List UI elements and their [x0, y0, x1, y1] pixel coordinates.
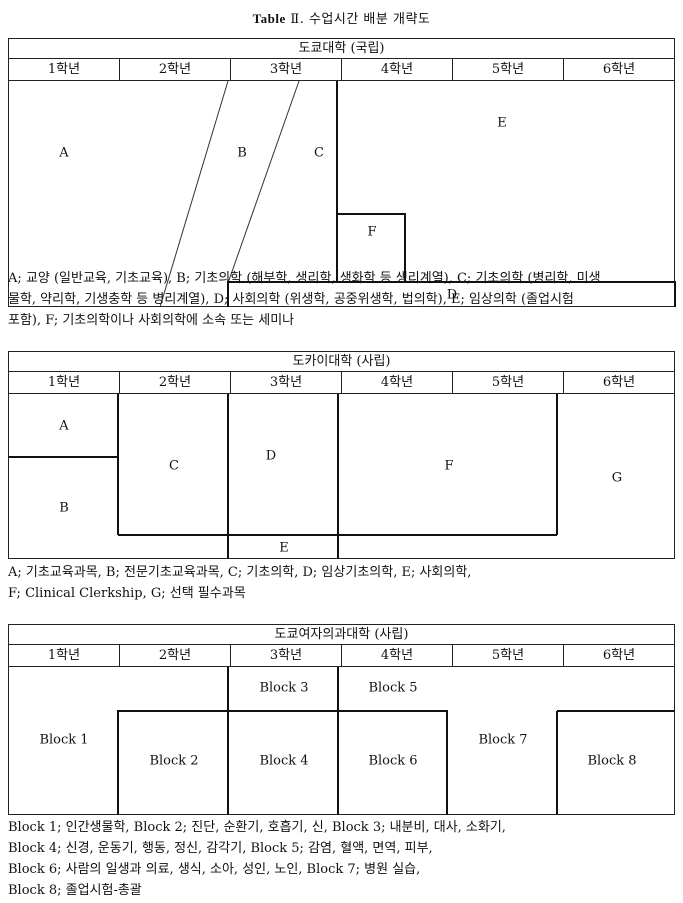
year-2: 2학년	[120, 645, 231, 666]
table-caption: A; 교양 (일반교육, 기초교육), B; 기초의학 (해부학, 생리학, 생…	[8, 268, 680, 331]
year-3: 3학년	[231, 645, 342, 666]
year-6: 6학년	[564, 645, 675, 666]
label-e: E	[279, 540, 289, 556]
label-d: D	[265, 448, 277, 464]
year-4: 4학년	[342, 372, 453, 393]
schedule-diagram: Block 1 Block 2 Block 3 Block 4 Block 5 …	[8, 667, 675, 815]
year-1: 1학년	[9, 645, 120, 666]
year-5: 5학년	[453, 59, 564, 80]
label-c: C	[169, 458, 179, 474]
table-caption: A; 기초교육과목, B; 전문기초교육과목, C; 기초의학, D; 임상기초…	[8, 562, 680, 604]
label-block-6: Block 6	[368, 753, 418, 769]
caption-line: Block 6; 사람의 일생과 의료, 생식, 소아, 성인, 노인, Blo…	[8, 862, 421, 877]
label-f: F	[367, 224, 377, 240]
year-4: 4학년	[342, 59, 453, 80]
table-caption: Block 1; 인간생물학, Block 2; 진단, 순환기, 호흡기, 신…	[8, 817, 680, 901]
label-b: B	[237, 145, 247, 161]
label-e: E	[497, 115, 507, 131]
label-block-8: Block 8	[587, 753, 637, 769]
year-4: 4학년	[342, 645, 453, 666]
table-header: 도쿄대학 (국립)	[8, 38, 675, 59]
diagram-lines	[8, 394, 558, 559]
year-row: 1학년 2학년 3학년 4학년 5학년 6학년	[8, 59, 675, 81]
year-2: 2학년	[120, 372, 231, 393]
label-g: G	[611, 470, 623, 486]
label-block-4: Block 4	[259, 753, 309, 769]
year-1: 1학년	[9, 59, 120, 80]
title-bold: Table	[252, 11, 286, 26]
label-a: A	[59, 418, 69, 434]
year-3: 3학년	[231, 59, 342, 80]
schedule-diagram: A B C E F D	[8, 80, 676, 308]
caption-line: Block 1; 인간생물학, Block 2; 진단, 순환기, 호흡기, 신…	[8, 820, 506, 835]
label-d: D	[446, 287, 458, 303]
year-6: 6학년	[564, 59, 675, 80]
year-6: 6학년	[564, 372, 675, 393]
year-row: 1학년 2학년 3학년 4학년 5학년 6학년	[8, 372, 675, 394]
label-block-5: Block 5	[368, 680, 418, 696]
year-5: 5학년	[453, 372, 564, 393]
year-1: 1학년	[9, 372, 120, 393]
caption-line: Block 8; 졸업시험-총괄	[8, 883, 142, 898]
caption-line: A; 교양 (일반교육, 기초교육), B; 기초의학 (해부학, 생리학, 생…	[8, 271, 601, 286]
year-3: 3학년	[231, 372, 342, 393]
label-block-7: Block 7	[478, 732, 528, 748]
caption-line: F; Clinical Clerkship, G; 선택 필수과목	[8, 586, 246, 601]
label-block-2: Block 2	[149, 753, 199, 769]
caption-line: Block 4; 신경, 운동기, 행동, 정신, 감각기, Block 5; …	[8, 841, 433, 856]
table-title: Table Ⅱ. 수업시간 배분 개략도	[0, 8, 683, 27]
diagram-lines	[117, 667, 675, 815]
label-a: A	[59, 145, 69, 161]
label-c: C	[314, 145, 324, 161]
label-block-3: Block 3	[259, 680, 309, 696]
title-text: Ⅱ. 수업시간 배분 개략도	[290, 12, 431, 27]
caption-line: 포함), F; 기초의학이나 사회의학에 소속 또는 세미나	[8, 313, 295, 328]
diagram-lines	[159, 80, 676, 308]
caption-line: A; 기초교육과목, B; 전문기초교육과목, C; 기초의학, D; 임상기초…	[8, 565, 472, 580]
year-5: 5학년	[453, 645, 564, 666]
label-block-1: Block 1	[39, 732, 89, 748]
label-b: B	[59, 500, 69, 516]
label-f: F	[444, 458, 454, 474]
table-header: 도카이대학 (사립)	[8, 351, 675, 372]
year-row: 1학년 2학년 3학년 4학년 5학년 6학년	[8, 645, 675, 667]
year-2: 2학년	[120, 59, 231, 80]
table-header: 도쿄여자의과대학 (사립)	[8, 624, 675, 645]
caption-line: 물학, 약리학, 기생충학 등 병리계열), D; 사회의학 (위생학, 공중위…	[8, 292, 574, 307]
schedule-diagram: A B C D F G E	[8, 394, 675, 559]
